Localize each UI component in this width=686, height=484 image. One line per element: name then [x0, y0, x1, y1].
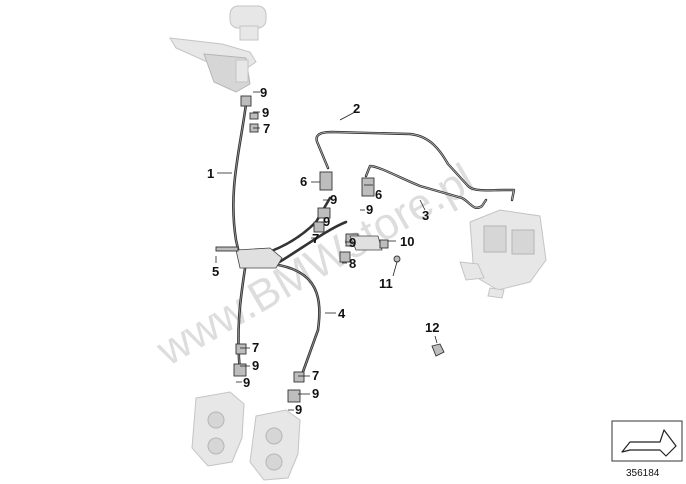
callout-4: 4: [338, 306, 346, 321]
callout-2: 2: [353, 101, 360, 116]
callout-5: 5: [212, 264, 219, 279]
brake-pipe-2: [315, 130, 516, 202]
reference-box: 356184: [611, 420, 683, 479]
callout-8: 8: [349, 256, 356, 271]
left-brake-caliper: [191, 391, 245, 467]
right-brake-caliper: [249, 409, 301, 481]
callouts: 1 2 3 4 5 6 6 7 7 7 7 8 9 9 9 9 9 9 9 9 …: [207, 85, 439, 417]
front-master-cylinder: [169, 5, 267, 93]
callout-7a: 7: [263, 121, 270, 136]
watermark-text: www.BMWstore.pl: [148, 154, 482, 375]
callout-3: 3: [422, 208, 429, 223]
callout-9f: 9: [349, 235, 356, 250]
reference-number: 356184: [626, 468, 660, 479]
callout-9j: 9: [295, 402, 302, 417]
brake-hose-1: [232, 95, 252, 260]
callout-9d: 9: [366, 202, 373, 217]
leader-lines: [215, 91, 438, 411]
callout-11: 11: [379, 276, 393, 291]
arrow-direction-icon: [621, 429, 677, 457]
callout-12: 12: [425, 320, 439, 335]
callout-6b: 6: [375, 187, 382, 202]
callout-1: 1: [207, 166, 214, 181]
callout-9b: 9: [262, 105, 269, 120]
callout-9h: 9: [243, 375, 250, 390]
fittings: [233, 112, 445, 403]
callout-7c: 7: [252, 340, 259, 355]
callout-9i: 9: [312, 386, 319, 401]
callout-9c: 9: [330, 192, 337, 207]
brake-pipe-3: [364, 164, 488, 210]
callout-9e: 9: [323, 214, 330, 229]
distributor-block: [215, 246, 283, 269]
callout-9g: 9: [252, 358, 259, 373]
callout-7b: 7: [312, 231, 319, 246]
callout-7d: 7: [312, 368, 319, 383]
callout-6a: 6: [300, 174, 307, 189]
callout-10: 10: [400, 234, 414, 249]
callout-9a: 9: [260, 85, 267, 100]
abs-pressure-modulator: [459, 209, 547, 299]
